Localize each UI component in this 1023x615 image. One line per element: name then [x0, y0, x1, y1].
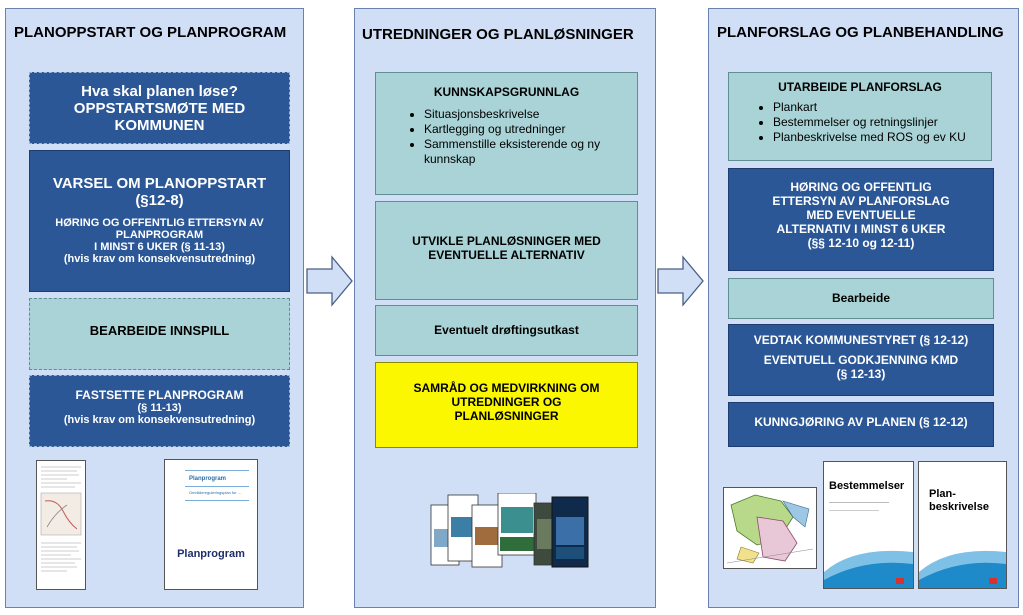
samrad-medvirkning-box: SAMRÅD OG MEDVIRKNING OM UTREDNINGER OG …: [375, 362, 638, 448]
map-document-icon: [40, 466, 82, 572]
utarbeide-planforslag-box: UTARBEIDE PLANFORSLAG Plankart Bestemmel…: [728, 72, 992, 161]
planprogram-document-thumbnail: Planprogram Områdereguleringsplan for ..…: [164, 459, 258, 590]
column-title-planoppstart: PLANOPPSTART OG PLANPROGRAM: [14, 24, 287, 41]
bestemmelser-document-thumbnail: Bestemmelser: [823, 461, 914, 589]
fastsette-line2: (§ 11-13): [137, 402, 182, 414]
fastsette-line1: FASTSETTE PLANPROGRAM: [75, 388, 244, 402]
horing-planprogram-line3: I MINST 6 UKER (§ 11-13): [94, 241, 225, 253]
utarbeide-bullet: Planbeskrivelse med ROS og ev KU: [773, 130, 1003, 145]
wave-graphic-icon: [824, 550, 913, 588]
bestemmelser-doc-title: Bestemmelser: [829, 480, 905, 492]
varsel-paragraph: (§12-8): [135, 192, 184, 209]
bearbeide-label: Bearbeide: [831, 291, 891, 305]
bestemmelser-doc-rule: [829, 502, 889, 503]
vedtak-line3: (§ 12-13): [836, 367, 886, 381]
bearbeide-innspill-box: BEARBEIDE INNSPILL: [29, 298, 290, 370]
planprogram-doc-rule2: [185, 486, 249, 487]
utvikle-line2: EVENTUELLE ALTERNATIV: [428, 248, 585, 262]
kunnskapsgrunnlag-bullet-list: Situasjonsbeskrivelse Kartlegging og utr…: [406, 107, 614, 167]
oppstartsmote-box: Hva skal planen løse? OPPSTARTSMØTE MED …: [29, 72, 290, 144]
fastsette-line3: (hvis krav om konsekvensutredning): [63, 414, 256, 426]
horing-planforslag-line1: HØRING OG OFFENTLIG: [790, 180, 932, 194]
planbeskrivelse-document-thumbnail: Plan- beskrivelse: [918, 461, 1007, 589]
planprogram-map-document-thumbnail: [36, 460, 86, 590]
varsel-title: VARSEL OM PLANOPPSTART: [52, 175, 267, 192]
wave-graphic-icon: [919, 550, 1006, 588]
kunnskap-bullet: Sammenstille eksisterende og ny kunnskap: [424, 137, 614, 167]
planbeskrivelse-doc-title-line2: beskrivelse: [929, 501, 989, 513]
utarbeide-bullet: Plankart: [773, 100, 1003, 115]
horing-planprogram-line4: (hvis krav om konsekvensutredning): [63, 253, 256, 265]
fastsette-planprogram-box: FASTSETTE PLANPROGRAM (§ 11-13) (hvis kr…: [29, 375, 290, 447]
samrad-line3: PLANLØSNINGER: [454, 409, 559, 423]
kunnskapsgrunnlag-title: KUNNSKAPSGRUNNLAG: [433, 85, 580, 99]
horing-planforslag-line3: MED EVENTUELLE: [806, 208, 916, 222]
planprogram-doc-rule: [185, 470, 249, 471]
kunngjoring-box: KUNNGJØRING AV PLANEN (§ 12-12): [728, 402, 994, 447]
column-title-planforslag: PLANFORSLAG OG PLANBEHANDLING: [717, 24, 1004, 41]
horing-planforslag-box: HØRING OG OFFENTLIG ETTERSYN AV PLANFORS…: [728, 168, 994, 271]
kunnskap-bullet: Kartlegging og utredninger: [424, 122, 614, 137]
bearbeide-box: Bearbeide: [728, 278, 994, 319]
utvikle-line1: UTVIKLE PLANLØSNINGER MED: [412, 234, 601, 248]
oppstartsmote-line2: OPPSTARTSMØTE MED: [73, 100, 246, 117]
report-collage-image: [430, 493, 589, 568]
utvikle-planlosninger-box: UTVIKLE PLANLØSNINGER MED EVENTUELLE ALT…: [375, 201, 638, 300]
bestemmelser-doc-rule: [829, 510, 879, 511]
horing-planprogram-line2: PLANPROGRAM: [115, 229, 204, 241]
kunngjoring-label: KUNNGJØRING AV PLANEN (§ 12-12): [754, 415, 968, 429]
samrad-line2: UTREDNINGER OG: [451, 395, 562, 409]
planprogram-doc-rule3: [185, 500, 249, 501]
horing-planforslag-line2: ETTERSYN AV PLANFORSLAG: [772, 194, 950, 208]
varsel-planoppstart-box: VARSEL OM PLANOPPSTART (§12-8) HØRING OG…: [29, 150, 290, 292]
planprogram-doc-subheading: Områdereguleringsplan for ...: [189, 490, 242, 495]
planbeskrivelse-doc-title-line1: Plan-: [929, 488, 956, 500]
samrad-line1: SAMRÅD OG MEDVIRKNING OM: [413, 381, 600, 395]
oppstartsmote-question: Hva skal planen løse?: [81, 83, 238, 100]
plankart-map-thumbnail: [723, 487, 817, 569]
planprogram-doc-label: Planprogram: [177, 548, 245, 560]
utarbeide-bullet: Bestemmelser og retningslinjer: [773, 115, 1003, 130]
column-title-utredninger: UTREDNINGER OG PLANLØSNINGER: [362, 26, 634, 43]
oppstartsmote-line3: KOMMUNEN: [114, 117, 205, 134]
arrow-right-icon: [657, 255, 704, 307]
droftingsutkast-box: Eventuelt drøftingsutkast: [375, 305, 638, 356]
vedtak-kommunestyret-box: VEDTAK KOMMUNESTYRET (§ 12-12) EVENTUELL…: [728, 324, 994, 396]
horing-planforslag-line5: (§§ 12-10 og 12-11): [807, 236, 915, 250]
horing-planprogram-line1: HØRING OG OFFENTLIG ETTERSYN AV: [55, 217, 264, 229]
utarbeide-bullet-list: Plankart Bestemmelser og retningslinjer …: [755, 100, 1003, 145]
utarbeide-title: UTARBEIDE PLANFORSLAG: [778, 80, 942, 94]
kunnskap-bullet: Situasjonsbeskrivelse: [424, 107, 614, 122]
horing-planforslag-line4: ALTERNATIV I MINST 6 UKER: [776, 222, 946, 236]
droftingsutkast-label: Eventuelt drøftingsutkast: [434, 323, 579, 337]
arrow-right-icon: [306, 255, 353, 307]
planprogram-doc-heading: Planprogram: [189, 476, 227, 482]
vedtak-line1: VEDTAK KOMMUNESTYRET (§ 12-12): [753, 333, 969, 347]
bearbeide-innspill-label: BEARBEIDE INNSPILL: [89, 323, 230, 338]
kunnskapsgrunnlag-box: KUNNSKAPSGRUNNLAG Situasjonsbeskrivelse …: [375, 72, 638, 195]
vedtak-line2: EVENTUELL GODKJENNING KMD: [763, 353, 959, 367]
